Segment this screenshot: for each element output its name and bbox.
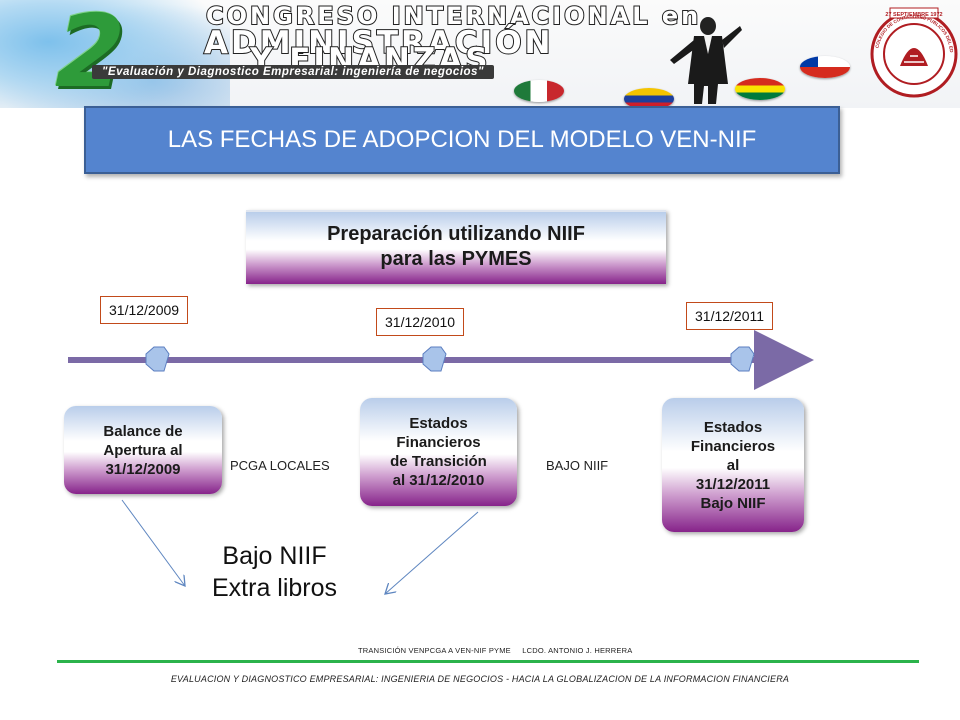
slide-title: LAS FECHAS DE ADOPCION DEL MODELO VEN-NI… xyxy=(167,126,757,153)
date-label-2010: 31/12/2010 xyxy=(376,308,465,336)
preparation-line1: Preparación utilizando NIIF xyxy=(327,223,585,245)
stage1-line: Balance de xyxy=(103,422,183,440)
stage2-line: Estados xyxy=(409,415,468,432)
slide-title-box: LAS FECHAS DE ADOPCION DEL MODELO VEN-NI… xyxy=(84,106,840,174)
venezuela-flag-icon xyxy=(624,88,674,108)
footer-subtitle: EVALUACION Y DIAGNOSTICO EMPRESARIAL: IN… xyxy=(170,674,790,684)
stage3-line: al xyxy=(726,456,740,474)
colegio-contadores-seal-icon: 27 SEPTIEMBRE 1972 COLEGIO DE CONTADORES… xyxy=(870,0,958,98)
note-line1: Bajo NIIF xyxy=(222,542,327,570)
label-bajo-niif: BAJO NIIF xyxy=(546,458,609,473)
arrow-from-stage1-to-note xyxy=(121,499,185,586)
businessman-icon xyxy=(670,17,742,104)
chile-flag-icon xyxy=(800,56,850,78)
stage3-line: Financieros xyxy=(690,437,776,455)
stage1-line: Apertura al xyxy=(103,441,183,459)
banner-title-line1: CONGRESO INTERNACIONAL en xyxy=(205,1,702,31)
bolivia-flag-icon xyxy=(735,78,785,100)
stage3-line: 31/12/2011 xyxy=(695,475,771,493)
arrow-from-stage2-to-note xyxy=(385,511,479,594)
stage2-line: al 31/12/2010 xyxy=(392,472,485,489)
congress-banner: 2 CONGRESO INTERNACIONAL en ADMINISTRACI… xyxy=(0,0,960,108)
timeline-node-2011 xyxy=(730,346,755,372)
stage3-line: Bajo NIIF xyxy=(700,494,766,512)
preparation-box: Preparación utilizando NIIF para las PYM… xyxy=(246,210,666,284)
preparation-line2: para las PYMES xyxy=(380,248,532,270)
date-label-2009: 31/12/2009 xyxy=(100,296,189,324)
mexico-flag-icon xyxy=(514,80,564,102)
label-pcga-locales: PCGA LOCALES xyxy=(230,458,330,473)
banner-subtitle: "Evaluación y Diagnostico Empresarial: i… xyxy=(92,65,494,79)
timeline-node-2009 xyxy=(145,346,170,372)
timeline-node-2010 xyxy=(422,346,447,372)
stage-opening-balance: Balance de Apertura al 31/12/2009 xyxy=(64,406,222,494)
note-line2: Extra libros xyxy=(212,574,338,602)
stage2-line: Financieros xyxy=(396,434,481,451)
stage3-line: Estados xyxy=(703,418,763,436)
footer-divider xyxy=(57,660,919,663)
footer-credit: TRANSICIÓN VENPCGA A VEN-NIF PYME LCDO. … xyxy=(358,646,633,655)
seal-date-text: 27 SEPTIEMBRE 1972 xyxy=(885,12,942,18)
water-splash-decoration xyxy=(0,0,230,108)
banner-title-line2: ADMINISTRACIÓN xyxy=(203,24,554,62)
stage1-line: 31/12/2009 xyxy=(105,460,181,478)
note-extra-books: Bajo NIIF Extra libros xyxy=(212,540,337,604)
date-label-2011: 31/12/2011 xyxy=(686,302,774,330)
stage-transition-statements: Estados Financieros de Transición al 31/… xyxy=(360,398,517,506)
stage2-line: de Transición xyxy=(390,453,487,470)
stage-niif-statements: Estados Financieros al 31/12/2011 Bajo N… xyxy=(662,398,804,532)
